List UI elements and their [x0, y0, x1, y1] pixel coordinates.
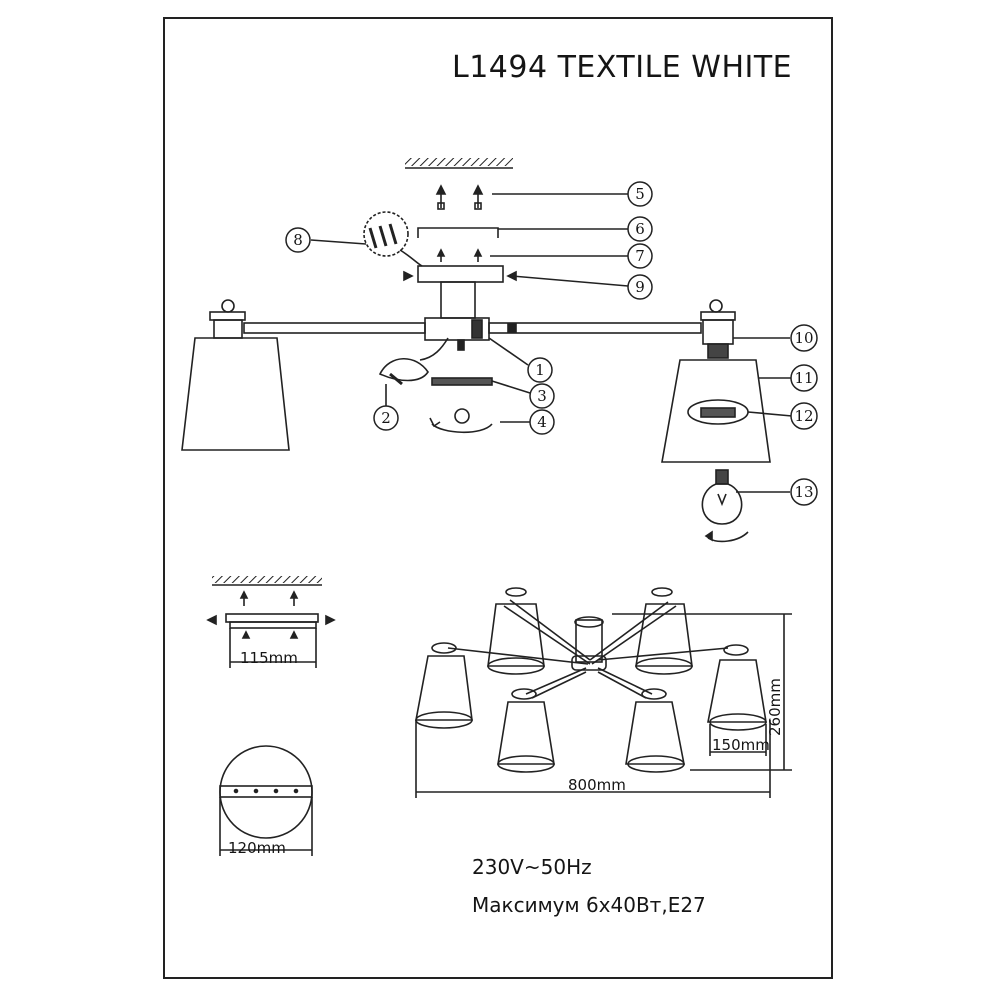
callout-10: 10 [790, 324, 818, 352]
exploded-view [181, 158, 793, 543]
bulb-icon [701, 469, 743, 525]
height-label: 260mm [766, 678, 784, 736]
svg-text:8: 8 [293, 231, 303, 249]
callout-6: 6 [627, 216, 653, 242]
overall-width-label: 800mm [568, 776, 626, 794]
svg-text:3: 3 [537, 387, 547, 405]
callout-9: 9 [627, 274, 653, 300]
page-border [163, 17, 833, 979]
svg-text:6: 6 [635, 220, 645, 238]
shade-width-label: 150mm [712, 736, 770, 754]
callout-3: 3 [529, 383, 555, 409]
svg-text:2: 2 [381, 409, 391, 427]
svg-text:1: 1 [535, 361, 545, 379]
callout-4: 4 [529, 409, 555, 435]
callout-5: 5 [627, 181, 653, 207]
canopy-detail [219, 745, 313, 856]
left-shade [181, 337, 290, 451]
callout-8: 8 [285, 227, 311, 253]
terminal-block [363, 211, 409, 257]
callout-7: 7 [627, 243, 653, 269]
callout-13: 13 [790, 478, 818, 506]
callouts: 5 6 7 9 8 1 3 4 2 10 11 12 13 [285, 181, 818, 506]
svg-text:4: 4 [537, 413, 547, 431]
assembled-view [415, 587, 792, 798]
svg-text:5: 5 [635, 185, 645, 203]
svg-text:7: 7 [635, 247, 645, 265]
max-power-spec: Максимум 6х40Вт,E27 [472, 893, 706, 917]
right-shade [661, 359, 771, 463]
center-column [440, 281, 476, 319]
mounting-bracket [417, 227, 499, 238]
canopy-plate [417, 265, 504, 283]
callout-2: 2 [373, 405, 399, 431]
bracket-width-label: 115mm [240, 649, 298, 667]
svg-text:11: 11 [794, 369, 813, 387]
callout-1: 1 [527, 357, 553, 383]
left-arm [243, 322, 426, 334]
voltage-spec: 230V~50Hz [472, 855, 592, 879]
svg-text:12: 12 [794, 407, 813, 425]
product-title: L1494 TEXTILE WHITE [452, 50, 793, 85]
bracket-detail [206, 576, 336, 668]
callout-11: 11 [790, 364, 818, 392]
screw-icon [435, 184, 484, 210]
callout-12: 12 [790, 402, 818, 430]
canopy-diameter-label: 120mm [228, 839, 286, 857]
right-arm [488, 322, 702, 334]
ceiling-hatch [405, 158, 513, 166]
svg-text:13: 13 [794, 483, 813, 501]
svg-text:10: 10 [794, 329, 813, 347]
svg-text:9: 9 [635, 278, 645, 296]
